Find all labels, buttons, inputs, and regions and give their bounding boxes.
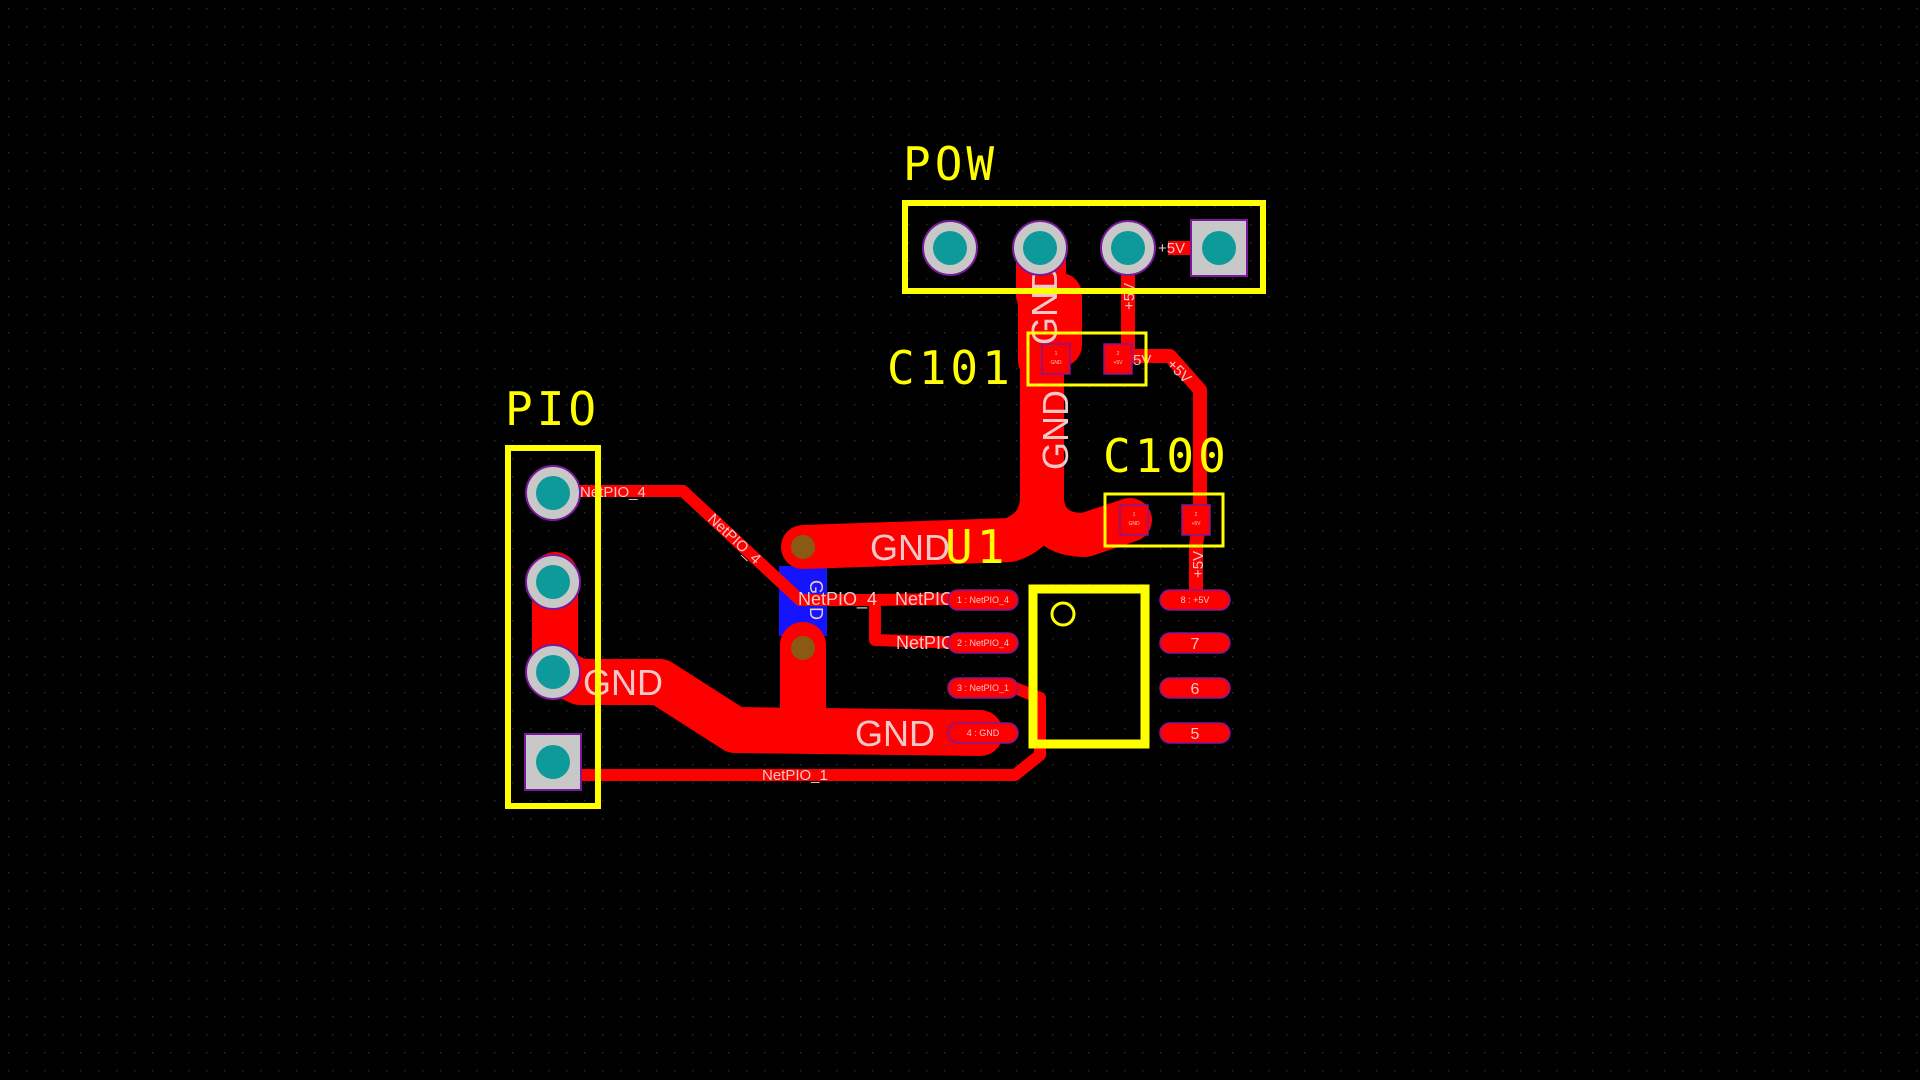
u1-pad-4: 4 : GND: [947, 722, 1019, 744]
pow-designator: POW: [903, 137, 998, 191]
trace-5v-u1[interactable]: [1125, 349, 1207, 600]
pio-pin-1: [525, 465, 581, 521]
pio-pin-4: [524, 733, 582, 791]
svg-text:3 : NetPIO_1: 3 : NetPIO_1: [957, 683, 1009, 693]
svg-text:+5V: +5V: [1191, 521, 1201, 527]
svg-text:7: 7: [1191, 636, 1200, 653]
component-pio[interactable]: PIO: [505, 382, 601, 809]
trace-net-pio-4[interactable]: [555, 485, 961, 649]
u1-pad-1: 1 : NetPIO_4: [947, 589, 1019, 611]
net-label-gnd-bottom: GND: [855, 713, 935, 754]
c101-pad-2: 2 +5V: [1103, 343, 1133, 375]
net-label-pio4-e: NetPIC: [896, 633, 954, 653]
pow-pin-4: [1190, 219, 1248, 277]
net-label-gnd-top: GND: [870, 527, 950, 568]
net-label-5v-pow: +5V: [1158, 240, 1185, 257]
net-label-pio4-a: NetPIO_4: [580, 484, 646, 501]
net-label-pio1: NetPIO_1: [762, 767, 828, 784]
net-label-5v-u1: +5V: [1190, 551, 1207, 578]
net-label-pio4-c: NetPIO_4: [798, 589, 877, 610]
u1-pad-8: 8 : +5V: [1159, 589, 1231, 611]
c101-designator: C101: [887, 341, 1014, 395]
net-label-gnd-vertical: GND: [1035, 390, 1076, 470]
c100-silkscreen-outline: [1103, 492, 1225, 548]
net-label-5v-c101: 5V: [1133, 352, 1151, 369]
svg-text:GND: GND: [1128, 521, 1140, 527]
via-lower[interactable]: [787, 632, 819, 664]
pio-designator: PIO: [505, 382, 600, 436]
c100-pad-2: 2 +5V: [1181, 504, 1211, 536]
trace-net-pio-4-pad1[interactable]: [869, 593, 961, 606]
svg-text:8 : +5V: 8 : +5V: [1181, 595, 1210, 605]
svg-text:4 : GND: 4 : GND: [967, 728, 1000, 738]
svg-text:2: 2: [1117, 351, 1120, 357]
via-upper[interactable]: [787, 531, 819, 563]
svg-text:5: 5: [1191, 726, 1200, 743]
u1-silkscreen-outline: [1028, 584, 1150, 749]
c101-pad-1: 1 GND: [1041, 343, 1071, 375]
u1-pad-6: 6: [1159, 677, 1231, 699]
pio-silkscreen-outline: [505, 445, 601, 809]
pow-silkscreen-outline: [902, 200, 1266, 294]
u1-pad-3: 3 : NetPIO_1: [947, 677, 1019, 699]
u1-pin1-marker: [1050, 601, 1076, 627]
component-c101[interactable]: C101 1 GND 2 +5V: [887, 331, 1148, 395]
pow-pin-2: [1012, 220, 1068, 276]
net-label-pio4-d: NetPIC: [895, 589, 953, 609]
u1-pad-5: 5: [1159, 722, 1231, 744]
component-u1[interactable]: U1 1 : NetPIO_4 2 : NetPIO_4 3 : NetPIO_…: [945, 520, 1231, 749]
component-pow[interactable]: POW: [902, 137, 1266, 294]
c100-pad-1: 1 GND: [1119, 504, 1149, 536]
c100-designator: C100: [1103, 429, 1230, 483]
u1-designator: U1: [945, 520, 1008, 574]
vias: [787, 531, 819, 664]
svg-text:GND: GND: [1050, 360, 1062, 366]
svg-text:1 : NetPIO_4: 1 : NetPIO_4: [957, 595, 1009, 605]
svg-text:1: 1: [1133, 512, 1136, 518]
u1-pad-2: 2 : NetPIO_4: [947, 632, 1019, 654]
trace-gnd-c100[interactable]: [1020, 478, 1152, 557]
pio-pin-2: [525, 554, 581, 610]
svg-text:6: 6: [1191, 681, 1200, 698]
pow-pin-1: [922, 220, 978, 276]
c101-silkscreen-outline: [1026, 331, 1148, 387]
svg-text:+5V: +5V: [1113, 360, 1123, 366]
component-c100[interactable]: C100 1 GND 2 +5V: [1103, 429, 1230, 548]
pio-pin-3: [525, 644, 581, 700]
net-label-5v-vertical: +5V: [1121, 283, 1138, 310]
svg-text:2: 2: [1195, 512, 1198, 518]
pow-pin-3: [1100, 220, 1156, 276]
svg-text:1: 1: [1055, 351, 1058, 357]
u1-pad-7: 7: [1159, 632, 1231, 654]
svg-text:2 : NetPIO_4: 2 : NetPIO_4: [957, 638, 1009, 648]
